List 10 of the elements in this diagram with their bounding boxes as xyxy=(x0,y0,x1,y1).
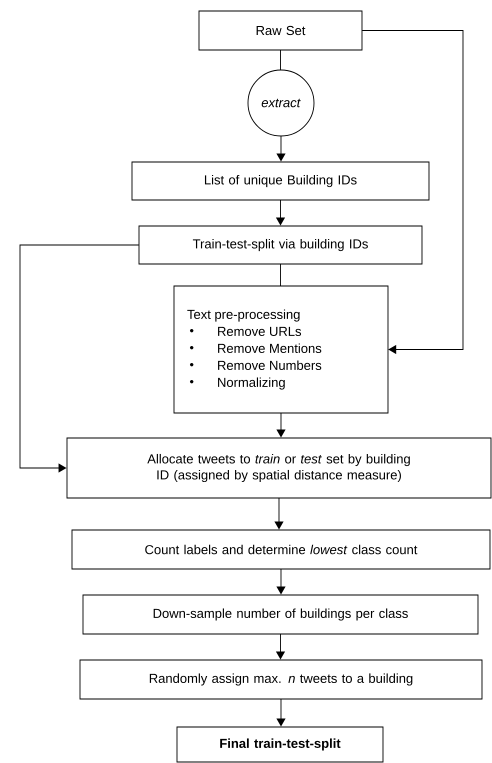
process-box: Down-sample number of buildings per class xyxy=(82,594,478,634)
arrow xyxy=(362,30,464,354)
process-box: Randomly assign max. n tweets to a building xyxy=(80,660,482,700)
process-box: Allocate tweets to train or test set by building ID (assigned by spatial distance measure) xyxy=(66,438,492,498)
process-box: Raw Set xyxy=(198,10,362,50)
process-box: Train-test-split via building IDs xyxy=(138,226,422,264)
result-box: Final train-test-split xyxy=(176,726,384,762)
process-box: List of unique Building IDs xyxy=(132,162,430,200)
process-box: Count labels and determine lowest class count xyxy=(72,530,490,570)
process-box: Text pre-processing Remove URLs Remove Mentions Remove Numbers Normalizing xyxy=(174,286,388,414)
